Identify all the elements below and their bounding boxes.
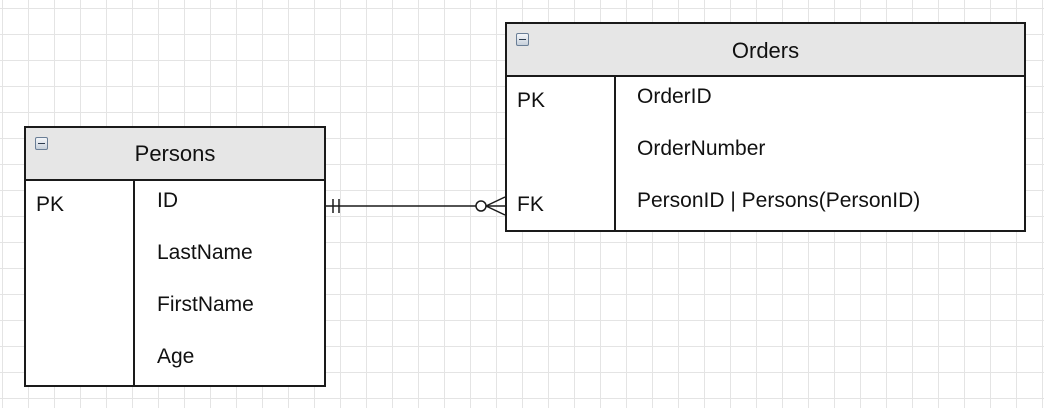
attribute-row-firstname[interactable]: FirstName	[26, 285, 324, 337]
attribute-row-orderid[interactable]: PK OrderID	[507, 77, 1024, 129]
collapse-icon[interactable]	[35, 137, 48, 150]
field-label: Age	[157, 345, 195, 368]
entity-orders[interactable]: Orders PK OrderID OrderNumber FK PersonI…	[505, 22, 1026, 232]
attribute-row-personid[interactable]: FK PersonID | Persons(PersonID)	[507, 181, 1024, 233]
key-column-divider	[26, 181, 135, 385]
field-label: PersonID | Persons(PersonID)	[637, 189, 921, 212]
key-column-divider	[507, 77, 616, 230]
zero-or-many-marker	[475, 196, 506, 216]
one-and-only-one-marker	[332, 199, 340, 213]
key-label: PK	[517, 89, 546, 112]
entity-header[interactable]: Persons	[26, 128, 324, 181]
field-label: FirstName	[157, 293, 254, 316]
field-label: ID	[157, 189, 178, 212]
field-label: LastName	[157, 241, 253, 264]
entity-body: PK OrderID OrderNumber FK PersonID | Per…	[507, 77, 1024, 230]
field-label: OrderNumber	[637, 137, 766, 160]
entity-title: Persons	[134, 141, 216, 166]
attribute-row-age[interactable]: Age	[26, 337, 324, 389]
field-label: OrderID	[637, 85, 712, 108]
entity-persons[interactable]: Persons PK ID LastName FirstName Age	[24, 126, 326, 387]
key-label: FK	[517, 193, 544, 216]
attribute-row-ordernumber[interactable]: OrderNumber	[507, 129, 1024, 181]
entity-header[interactable]: Orders	[507, 24, 1024, 77]
attribute-row-lastname[interactable]: LastName	[26, 233, 324, 285]
attribute-row-id[interactable]: PK ID	[26, 181, 324, 233]
key-label: PK	[36, 193, 65, 216]
entity-title: Orders	[731, 38, 800, 63]
entity-body: PK ID LastName FirstName Age	[26, 181, 324, 385]
collapse-icon[interactable]	[516, 33, 529, 46]
